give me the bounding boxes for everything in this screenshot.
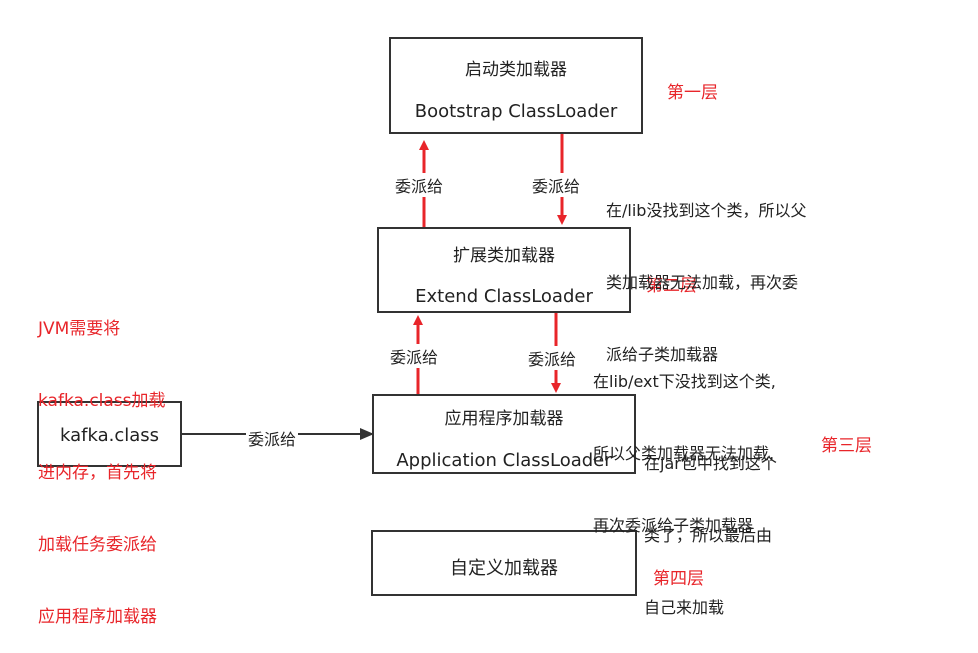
bootstrap-subtitle: Bootstrap ClassLoader — [414, 101, 618, 122]
jvm-note-line: 加载任务委派给 — [38, 535, 157, 555]
jvm-note-line: kafka.class加载 — [38, 391, 166, 411]
kafka-class-label: kafka.class — [59, 425, 160, 446]
application-note: 在jar包中找到这个 类了，所以最后由 自己来加载 — [644, 404, 777, 644]
bootstrap-note-line: 在/lib没找到这个类，所以父 — [606, 201, 807, 220]
extend-note-line: 再次委派给子类加载器 — [593, 516, 754, 535]
extend-note-line: 在lib/ext下没找到这个类, — [593, 372, 776, 391]
jvm-note-line: 进内存，首先将 — [38, 463, 157, 483]
bootstrap-title: 启动类加载器 — [465, 60, 567, 80]
application-note-line: 在jar包中找到这个 — [644, 454, 777, 473]
bootstrap-classloader-box: 启动类加载器 Bootstrap ClassLoader — [389, 37, 643, 134]
jvm-note-line: 应用程序加载器 — [38, 607, 157, 627]
edge-label-ext-to-app: 委派给 — [526, 346, 579, 370]
layer-3-label: 第三层 — [821, 436, 872, 456]
layer-4-label: 第四层 — [653, 569, 704, 589]
layer-2-label: 第二层 — [646, 276, 697, 296]
extend-note-line: 所以父类加载器无法加载, — [593, 444, 775, 463]
extend-title: 扩展类加载器 — [453, 246, 555, 266]
extend-classloader-box: 扩展类加载器 Extend ClassLoader — [377, 227, 631, 313]
bootstrap-note: 在/lib没找到这个类，所以父 类加载器无法加载，再次委 派给子类加载器 — [606, 151, 806, 391]
kafka-class-box: kafka.class — [37, 401, 182, 467]
application-note-line: 自己来加载 — [644, 598, 725, 617]
custom-title: 自定义加载器 — [450, 558, 558, 579]
bootstrap-note-line: 派给子类加载器 — [606, 345, 719, 364]
application-note-line: 类了，所以最后由 — [644, 526, 773, 545]
jvm-note: JVM需要将 kafka.class加载 进内存，首先将 加载任务委派给 应用程… — [38, 269, 166, 653]
edge-label-kafka-to-app: 委派给 — [246, 426, 299, 450]
application-subtitle: Application ClassLoader — [396, 450, 612, 471]
layer-1-label: 第一层 — [667, 83, 718, 103]
extend-subtitle: Extend ClassLoader — [415, 286, 593, 307]
custom-classloader-box: 自定义加载器 — [371, 530, 637, 596]
application-classloader-box: 应用程序加载器 Application ClassLoader — [372, 394, 636, 474]
edge-label-boot-to-ext: 委派给 — [530, 173, 583, 197]
edge-label-app-to-ext: 委派给 — [388, 344, 441, 368]
extend-note: 在lib/ext下没找到这个类, 所以父类加载器无法加载, 再次委派给子类加载器 — [593, 322, 776, 562]
application-title: 应用程序加载器 — [444, 409, 564, 429]
bootstrap-note-line: 类加载器无法加载，再次委 — [606, 273, 799, 292]
jvm-note-line: JVM需要将 — [38, 319, 121, 339]
edge-label-ext-to-boot: 委派给 — [393, 173, 446, 197]
